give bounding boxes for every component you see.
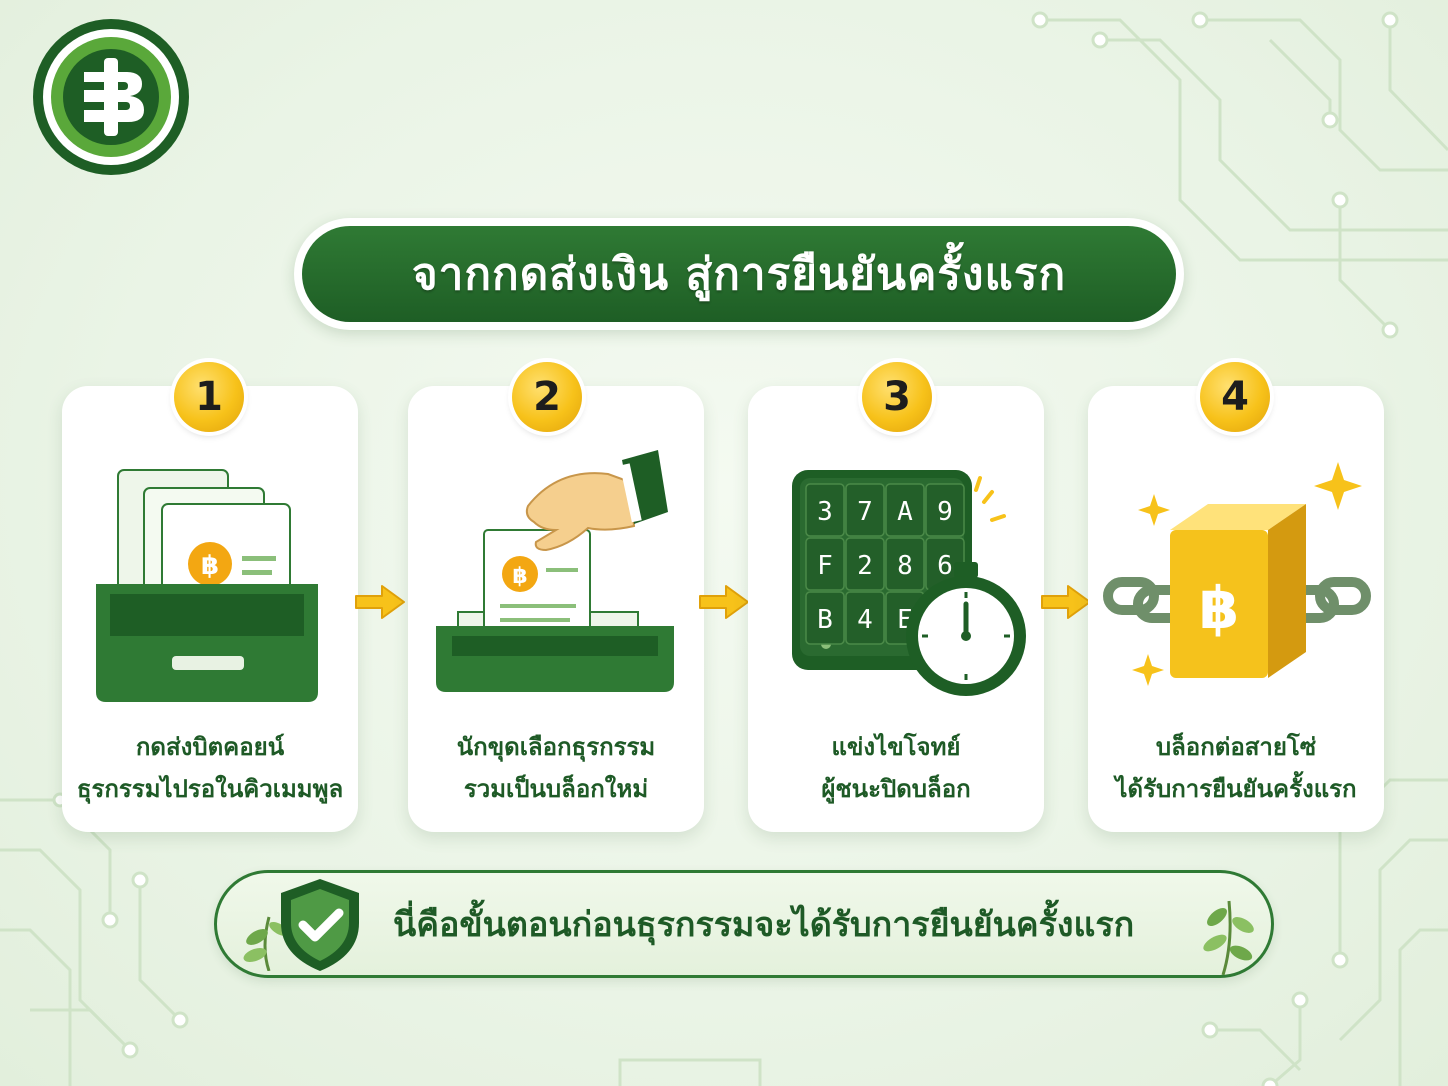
step-1-line1: กดส่งบิตคอยน์ bbox=[135, 733, 285, 761]
title-banner-inner: จากกดส่งเงิน สู่การยืนยันครั้งแรก bbox=[302, 226, 1176, 322]
step-1-line2: ธุรกรรมไปรอในคิวเมมพูล bbox=[76, 775, 344, 803]
step-badge-1: 1 bbox=[174, 362, 244, 432]
title-banner: จากกดส่งเงิน สู่การยืนยันครั้งแรก bbox=[294, 218, 1184, 330]
arrow-right-icon bbox=[699, 585, 749, 619]
puzzle-cell bbox=[845, 591, 885, 645]
step-badge-2: 2 bbox=[512, 362, 582, 432]
step-2-text: นักขุดเลือกธุรกรรม รวมเป็นบล็อกใหม่ bbox=[418, 726, 694, 810]
puzzle-cell bbox=[805, 483, 845, 537]
puzzle-cell bbox=[885, 483, 925, 537]
step-2-line1: นักขุดเลือกธุรกรรม bbox=[456, 733, 656, 761]
step-4-line2: ได้รับการยืนยันครั้งแรก bbox=[1115, 775, 1357, 803]
step-1-text: กดส่งบิตคอยน์ ธุรกรรมไปรอในคิวเมมพูล bbox=[72, 726, 348, 810]
step-3-text: แข่งไขโจทย์ ผู้ชนะปิดบล็อก bbox=[758, 726, 1034, 810]
puzzle-cell bbox=[925, 483, 965, 537]
mempool-tray-illustration: ฿ bbox=[96, 469, 318, 702]
step-card-4: ฿ บล็อกต่อสายโซ่ ได้รับการยืนยันครั้งแรก bbox=[1088, 386, 1384, 832]
puzzle-cell-char: 8 bbox=[897, 551, 913, 581]
arrow-right-icon bbox=[1041, 585, 1091, 619]
baht-coin-logo bbox=[33, 19, 189, 175]
puzzle-cell bbox=[805, 591, 845, 645]
page-title: จากกดส่งเงิน สู่การยืนยันครั้งแรก bbox=[411, 249, 1067, 300]
puzzle-cell-char: 4 bbox=[857, 605, 873, 635]
step-badge-4: 4 bbox=[1200, 362, 1270, 432]
leaf-icon bbox=[243, 916, 289, 971]
leaf-icon bbox=[1203, 900, 1254, 975]
chained-block-illustration: ฿ bbox=[1103, 462, 1371, 686]
svg-text:฿: ฿ bbox=[512, 564, 527, 589]
puzzle-cell-char: F bbox=[817, 551, 833, 581]
puzzle-cell-char: B bbox=[817, 605, 833, 635]
step-4-line1: บล็อกต่อสายโซ่ bbox=[1155, 733, 1317, 761]
puzzle-cell bbox=[845, 537, 885, 591]
arrow-right-icon bbox=[355, 585, 405, 619]
step-3-line2: ผู้ชนะปิดบล็อก bbox=[821, 775, 971, 803]
puzzle-cell-char: 3 bbox=[817, 497, 833, 527]
puzzle-cell-char: 6 bbox=[937, 551, 953, 581]
shield-check-icon bbox=[281, 879, 359, 971]
step-4-text: บล็อกต่อสายโซ่ ได้รับการยืนยันครั้งแรก bbox=[1098, 726, 1374, 810]
puzzle-cell-char: A bbox=[897, 497, 913, 527]
puzzle-cell bbox=[885, 537, 925, 591]
step-badge-3: 3 bbox=[862, 362, 932, 432]
step-card-1: ฿ กดส่งบิตคอยน์ ธุรกรรมไปรอในคิวเมมพูล bbox=[62, 386, 358, 832]
svg-text:฿: ฿ bbox=[201, 551, 219, 581]
puzzle-cell-char: 2 bbox=[857, 551, 873, 581]
footer-banner: นี่คือขั้นตอนก่อนธุรกรรมจะได้รับการยืนยั… bbox=[214, 870, 1274, 978]
miner-hand-block-illustration: ฿ bbox=[436, 450, 674, 692]
puzzle-cell bbox=[845, 483, 885, 537]
puzzle-cell bbox=[805, 537, 845, 591]
step-3-line1: แข่งไขโจทย์ bbox=[831, 733, 961, 761]
footer-text: นี่คือขั้นตอนก่อนธุรกรรมจะได้รับการยืนยั… bbox=[393, 905, 1135, 945]
puzzle-cell-char: 9 bbox=[937, 497, 953, 527]
step-2-line2: รวมเป็นบล็อกใหม่ bbox=[463, 775, 649, 803]
svg-text:฿: ฿ bbox=[1199, 574, 1239, 642]
step-card-2: ฿ นักขุดเลือกธุรกรรม รวมเป็นบล็อกใหม่ bbox=[408, 386, 704, 832]
puzzle-cell-char: 7 bbox=[857, 497, 873, 527]
